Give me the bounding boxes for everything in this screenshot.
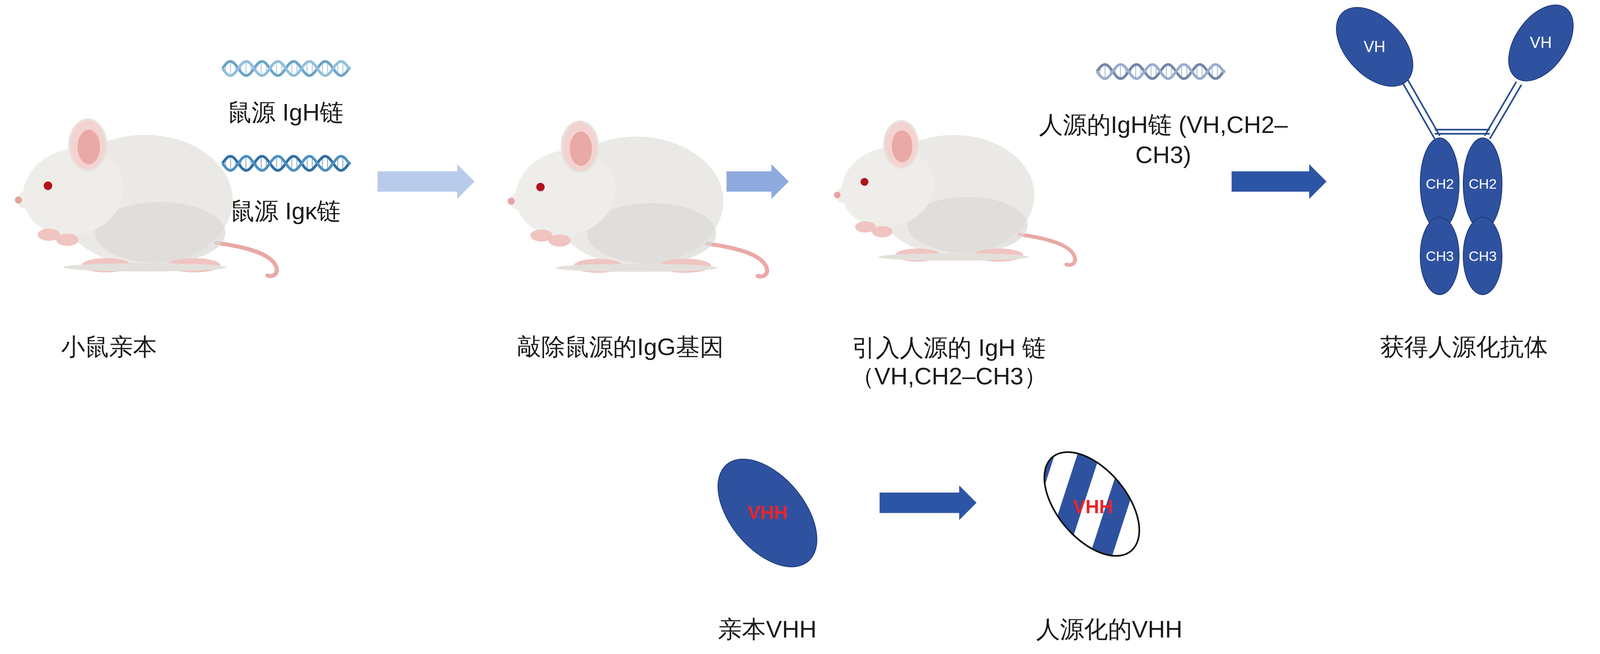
node-label: CH2 — [1425, 175, 1454, 193]
helix-rung — [1217, 64, 1218, 79]
helix-rung — [1104, 64, 1106, 79]
helix-rung — [230, 61, 231, 77]
helix-strand — [1096, 64, 1225, 79]
dna-helix — [222, 156, 350, 171]
helix-rung — [230, 156, 231, 171]
stage-node: 小鼠亲本 — [12, 110, 241, 372]
helix-rung — [1181, 65, 1182, 79]
mouse-figure — [506, 121, 768, 277]
node-label: 亲本VHH — [717, 615, 817, 645]
hinge-line — [1434, 133, 1490, 135]
helix-rung — [327, 61, 329, 75]
node-label: VH — [1363, 37, 1386, 57]
flow-arrow — [1231, 164, 1327, 200]
hinge-line — [1484, 81, 1517, 136]
domain-ellipse: CH3 — [1461, 215, 1505, 298]
hinge-line — [1407, 78, 1440, 136]
dna-helix — [222, 61, 350, 77]
antibody-node: 获得人源化抗体 VH VH CH2 CH2CH3 CH3 — [1331, 0, 1577, 370]
helix-rung — [342, 156, 344, 170]
helix-strand — [222, 61, 350, 76]
helix-rung — [260, 156, 262, 171]
helix-rung — [245, 156, 247, 171]
helix-rung — [306, 156, 308, 170]
dna-helix — [1096, 64, 1225, 79]
helix-rung — [1165, 64, 1167, 79]
helix-rung — [1201, 65, 1203, 79]
helix-rung — [245, 61, 247, 77]
helix-rung — [306, 61, 308, 75]
ellipse-outline — [1495, 0, 1587, 93]
node-label: CH3 — [1468, 247, 1497, 265]
helix-rung — [275, 61, 277, 76]
ellipse-label: VHH — [1072, 495, 1113, 519]
node-label: VH — [1529, 33, 1552, 53]
ellipse-outline — [1420, 217, 1460, 295]
node-label: 敲除鼠源的IgG基因 — [517, 332, 724, 362]
flow-arrow — [377, 164, 475, 200]
ellipse-outline — [698, 441, 837, 586]
helix-rung — [1150, 64, 1152, 79]
ellipse-outline — [1420, 137, 1460, 230]
hinge-line — [1489, 84, 1522, 139]
helix-rung — [1119, 64, 1121, 79]
node-label: CH3 — [1425, 247, 1454, 265]
helix-strand — [222, 61, 350, 76]
helix-rung — [342, 61, 344, 76]
vhh-node: VHH 亲本VHH — [714, 446, 822, 649]
hinge-line — [1402, 81, 1435, 139]
ellipse-outline — [1463, 137, 1503, 230]
node-label: 小鼠亲本 — [61, 332, 157, 362]
helix-rung — [327, 156, 329, 170]
node-label: 引入人源的 IgH 链 （VH,CH2–CH3） — [839, 333, 1059, 391]
mouse-figure — [832, 121, 1075, 266]
hinge-line — [1434, 128, 1490, 131]
helix-rung — [275, 156, 277, 171]
stage-node: 引入人源的 IgH 链 （VH,CH2–CH3） — [831, 110, 1062, 402]
node-label: 人源化的VHH — [1036, 615, 1183, 645]
helix-strand — [222, 156, 350, 171]
flow-arrow — [879, 485, 977, 521]
domain-ellipse: VH — [1334, 5, 1415, 89]
helix-rung — [291, 156, 293, 170]
helix-rung — [1135, 64, 1137, 79]
node-label: CH2 — [1468, 175, 1497, 193]
gene-label: 鼠源 Igκ链 — [230, 196, 342, 227]
helix-strand — [1096, 64, 1225, 79]
stage-node: 敲除鼠源的IgG基因 — [504, 110, 739, 372]
flow-arrow — [726, 164, 790, 200]
node-label: 获得人源化抗体 — [1380, 332, 1548, 362]
antibody-hinge — [1402, 78, 1522, 140]
ellipse-label: VHH — [747, 501, 788, 525]
gene-label: 鼠源 IgH链 — [227, 97, 344, 128]
helix-rung — [291, 61, 293, 76]
helix-rung — [260, 61, 262, 76]
vhh-node: VHH 人源化的VHH — [1030, 438, 1189, 648]
domain-ellipse: CH3 — [1418, 215, 1462, 298]
domain-ellipse: VH — [1506, 2, 1576, 84]
ellipse-outline — [1463, 217, 1503, 295]
helix-strand — [222, 156, 350, 171]
ellipse-outline — [1321, 0, 1428, 101]
gene-label: 人源的IgH链 (VH,CH2– CH3) — [1018, 109, 1308, 170]
ellipse-outline — [1025, 435, 1158, 574]
